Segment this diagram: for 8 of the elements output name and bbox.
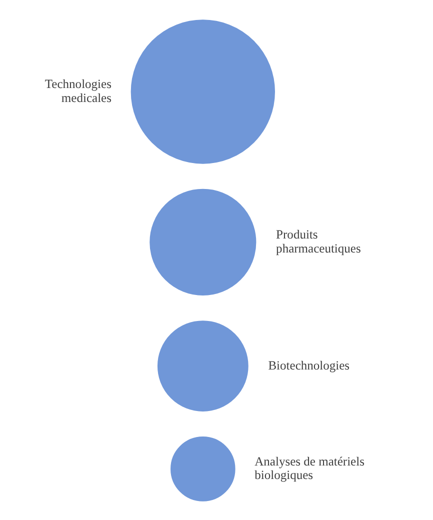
node-label: Produits pharmaceutiques xyxy=(276,227,361,255)
node-circle xyxy=(150,188,256,295)
node-circle xyxy=(170,436,236,501)
node-label: Technologies medicales xyxy=(44,76,112,104)
node-circle xyxy=(130,19,276,164)
node-label: Analyses de matériels biologiques xyxy=(254,454,364,482)
node-label: Biotechnologies xyxy=(268,358,350,372)
node-circle xyxy=(157,320,248,411)
